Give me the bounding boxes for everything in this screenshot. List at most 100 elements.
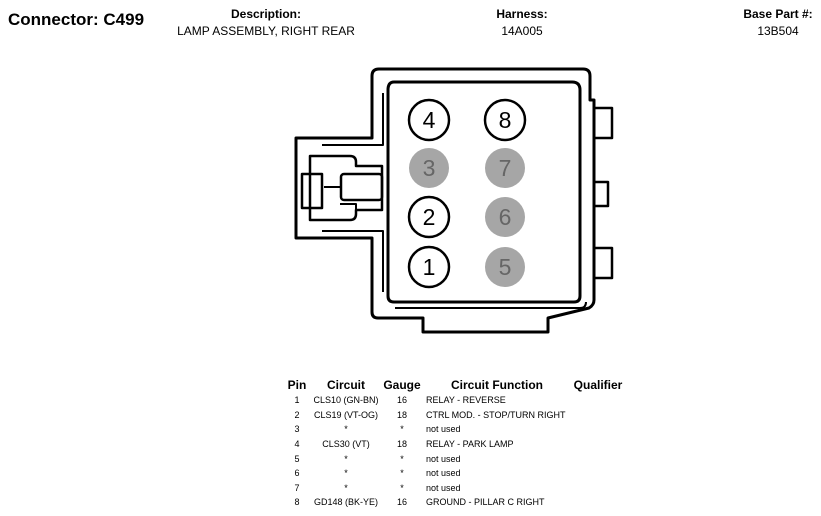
base-part-block: Base Part #: 13B504 — [728, 7, 821, 39]
cell-pin: 2 — [294, 409, 300, 420]
cell-qualifier — [572, 437, 624, 452]
pin-circle — [483, 98, 527, 142]
shroud-shoulder-line — [322, 93, 384, 146]
cell-circuit: GD148 (BK-YE) — [313, 497, 379, 508]
pin-number-label: 7 — [499, 155, 512, 181]
shroud-shoulder-line — [322, 230, 384, 292]
cell-circuit: CLS19 (VT-OG) — [313, 409, 378, 420]
bottom-ledge — [395, 301, 587, 309]
latch-spring — [340, 203, 357, 214]
pin-number-label: 6 — [499, 204, 512, 230]
pinout-table: Pin Circuit Gauge Circuit Function Quali… — [284, 377, 624, 510]
harness-label: Harness: — [496, 7, 548, 21]
cell-pin: 4 — [294, 439, 300, 450]
pin-circle — [485, 197, 525, 237]
pin-number-label: 8 — [499, 107, 512, 133]
latch-housing — [308, 154, 384, 222]
cell-function: RELAY - REVERSE — [426, 395, 506, 406]
right-tab-top — [594, 106, 614, 140]
cell-function: RELAY - PARK LAMP — [426, 439, 514, 450]
pin-number-label: 4 — [423, 107, 436, 133]
pin-cavity-5: 5 — [485, 247, 525, 287]
pinout-header-row: Pin Circuit Gauge Circuit Function Quali… — [284, 377, 624, 393]
cell-gauge: 18 — [396, 409, 407, 420]
cell-gauge: 18 — [396, 439, 407, 450]
cell-function: not used — [426, 482, 461, 493]
cell-circuit: * — [344, 482, 348, 493]
pin-circle — [407, 245, 451, 289]
connector-inner-cavity — [386, 80, 582, 304]
cell-circuit: * — [344, 453, 348, 464]
col-header-function: Circuit Function — [451, 378, 543, 392]
table-row: 8 GD148 (BK-YE) 16 GROUND - PILLAR C RIGHT — [284, 495, 624, 510]
connector-outer-shell — [294, 67, 596, 334]
latch-button — [339, 172, 384, 202]
cell-gauge: * — [400, 424, 404, 435]
cell-pin: 5 — [294, 453, 300, 464]
pin-circle — [485, 247, 525, 287]
description-value: LAMP ASSEMBLY, RIGHT REAR — [177, 24, 355, 38]
table-row: 3 * * not used — [284, 422, 624, 437]
cell-circuit: * — [344, 468, 348, 479]
pin-cavity-1: 1 — [407, 245, 451, 289]
pin-circle — [407, 195, 451, 239]
cell-function: not used — [426, 424, 461, 435]
pin-number-label: 2 — [423, 204, 436, 230]
cell-qualifier — [572, 451, 624, 466]
cell-pin: 8 — [294, 497, 300, 508]
table-row: 6**not used — [284, 466, 624, 481]
cell-qualifier — [572, 481, 624, 496]
base-part-value: 13B504 — [757, 24, 799, 38]
right-tab-bottom — [594, 246, 614, 280]
cell-qualifier — [572, 466, 624, 481]
cell-gauge: * — [400, 482, 404, 493]
cell-function: not used — [426, 453, 461, 464]
cell-gauge: 16 — [396, 497, 407, 508]
cell-function: CTRL MOD. - STOP/TURN RIGHT — [426, 409, 566, 420]
cell-circuit: * — [344, 424, 348, 435]
description-label: Description: — [230, 7, 301, 21]
cell-circuit: CLS10 (GN-BN) — [313, 395, 379, 406]
pin-cavity-6: 6 — [485, 197, 525, 237]
pin-grid: 4 8 3 7 2 6 1 5 — [407, 98, 527, 289]
table-row: 7 * * not used — [284, 481, 624, 496]
cell-qualifier — [572, 422, 624, 437]
cell-pin: 1 — [294, 395, 300, 406]
table-row: 5 * * not used — [284, 451, 624, 466]
pin-cavity-7: 7 — [485, 148, 525, 188]
pin-circle — [485, 148, 525, 188]
harness-value: 14A005 — [501, 24, 543, 38]
cell-gauge: 16 — [396, 395, 407, 406]
pin-cavity-8: 8 — [483, 98, 527, 142]
pin-cavity-3: 3 — [409, 148, 449, 188]
pin-cavity-2: 2 — [407, 195, 451, 239]
pin-cavity-4: 4 — [407, 98, 451, 142]
cell-circuit: CLS30 (VT) — [322, 439, 370, 450]
cell-qualifier — [572, 393, 624, 408]
latch-tab — [300, 172, 324, 210]
right-tab-middle — [594, 180, 610, 208]
harness-block: Harness: 14A005 — [472, 7, 572, 39]
table-row: 2 CLS19 (VT-OG) 18 CTRL MOD. - STOP/TURN RI… — [284, 408, 624, 423]
cell-pin: 7 — [294, 482, 300, 493]
col-header-circuit: Circuit — [326, 378, 365, 392]
connector-title: Connector: C499 — [8, 10, 145, 29]
base-part-label: Base Part #: — [743, 7, 813, 21]
col-header-gauge: Gauge — [383, 378, 421, 392]
cell-pin: 6 — [294, 468, 300, 479]
pin-number-label: 1 — [423, 254, 436, 280]
cell-qualifier — [572, 495, 624, 510]
col-header-pin: Pin — [287, 378, 307, 392]
cell-gauge: * — [400, 453, 404, 464]
cell-function: not used — [426, 468, 461, 479]
pin-number-label: 3 — [423, 155, 436, 181]
cell-qualifier — [572, 408, 624, 423]
pin-circle — [409, 148, 449, 188]
connector-face-diagram: 4 8 3 7 2 6 1 5 — [294, 67, 614, 334]
pin-number-label: 5 — [499, 254, 512, 280]
table-row: 1 CLS10 (GN-BN) 16 RELAY - REVERSE — [284, 393, 624, 408]
col-header-qualifier: Qualifier — [573, 378, 623, 392]
cell-function: GROUND - PILLAR C RIGHT — [426, 497, 545, 508]
table-row: 4 CLS30 (VT) 18 RELAY - PARK LAMP — [284, 437, 624, 452]
cell-pin: 3 — [294, 424, 300, 435]
